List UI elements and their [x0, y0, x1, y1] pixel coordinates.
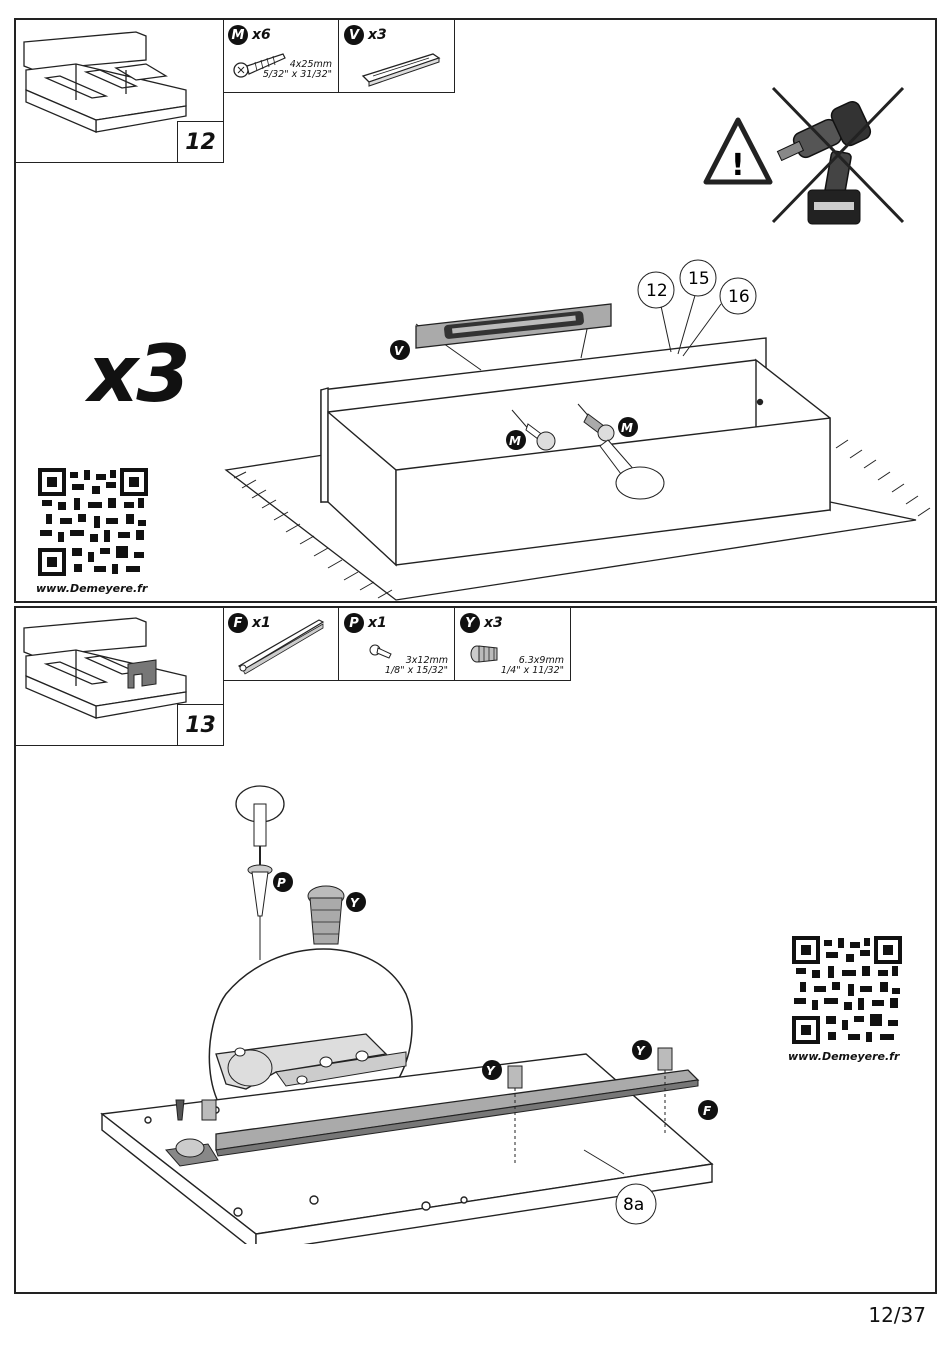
power-drill-icon — [777, 99, 873, 224]
part-f: F x1 — [223, 608, 339, 681]
handle-icon — [359, 42, 449, 90]
page-number: 12/37 — [868, 1303, 926, 1327]
step-13-parts-list: F x1 P x1 3x12mm 1/8" x 15/32" Y x3 — [223, 608, 571, 683]
part-m-dim-imperial: 5/32" x 31/32" — [263, 70, 332, 80]
label-f: F — [703, 1104, 712, 1118]
part-m-qty: x6 — [252, 27, 271, 43]
drawer-assembly-illustration: V M M 12 15 16 — [216, 240, 936, 610]
qr-url: www.Demeyere.fr — [36, 582, 147, 595]
callout-12: 12 — [646, 281, 668, 301]
part-y-dimensions: 6.3x9mm 1/4" x 11/32" — [501, 656, 564, 676]
step-number: 13 — [177, 704, 223, 745]
callout-8a: 8a — [623, 1195, 644, 1215]
screwdriver-icon — [236, 786, 284, 868]
callout-16: 16 — [728, 287, 750, 307]
qr-code-icon — [792, 936, 902, 1044]
part-m: M x6 4x25mm 5/32" x 31/32" — [223, 20, 339, 93]
qr-url: www.Demeyere.fr — [788, 1050, 899, 1063]
part-p-dim-imperial: 1/8" x 15/32" — [385, 666, 448, 676]
part-y-qty: x3 — [484, 615, 503, 631]
qr-code-icon — [38, 468, 148, 576]
part-v: V x3 — [339, 20, 455, 93]
part-p-badge: P — [344, 613, 364, 633]
callout-15: 15 — [688, 269, 710, 289]
label-m-left: M — [509, 434, 521, 448]
step-13-panel: 13 F x1 P x1 3x12mm 1/8" x 15/32" Y — [14, 606, 937, 1294]
warning-mark: ! — [731, 148, 745, 183]
part-p-dimensions: 3x12mm 1/8" x 15/32" — [385, 656, 448, 676]
rail-mounting-illustration: 8a P Y Y Y F — [76, 784, 776, 1244]
step-number: 12 — [177, 121, 223, 162]
part-m-dimensions: 4x25mm 5/32" x 31/32" — [263, 60, 332, 80]
label-p: P — [277, 876, 286, 890]
step-12-thumbnail: 12 — [16, 20, 224, 163]
insert-y-zoom — [308, 886, 344, 944]
part-v-qty: x3 — [368, 27, 387, 43]
rail-icon — [231, 614, 331, 678]
part-y: Y x3 6.3x9mm 1/4" x 11/32" — [455, 608, 571, 681]
part-m-badge: M — [228, 25, 248, 45]
label-y-right: Y — [636, 1044, 646, 1058]
step-12-parts-list: M x6 4x25mm 5/32" x 31/32" V x3 — [223, 20, 455, 95]
part-p: P x1 3x12mm 1/8" x 15/32" — [339, 608, 455, 681]
no-power-drill-warning: ! — [698, 82, 908, 232]
part-y-badge: Y — [460, 613, 480, 633]
label-y-mid: Y — [486, 1064, 496, 1078]
label-m-right: M — [621, 421, 633, 435]
insert-icon — [469, 638, 503, 668]
part-p-qty: x1 — [368, 615, 387, 631]
step-multiplier: x3 — [88, 330, 189, 420]
step-13-thumbnail: 13 — [16, 608, 224, 746]
screw-p-zoom — [248, 865, 272, 960]
label-y-zoom: Y — [350, 896, 360, 910]
step-12-panel: 12 M x6 4x25mm 5/32" x 31/32" V x3 — [14, 18, 937, 603]
part-y-dim-imperial: 1/4" x 11/32" — [501, 666, 564, 676]
